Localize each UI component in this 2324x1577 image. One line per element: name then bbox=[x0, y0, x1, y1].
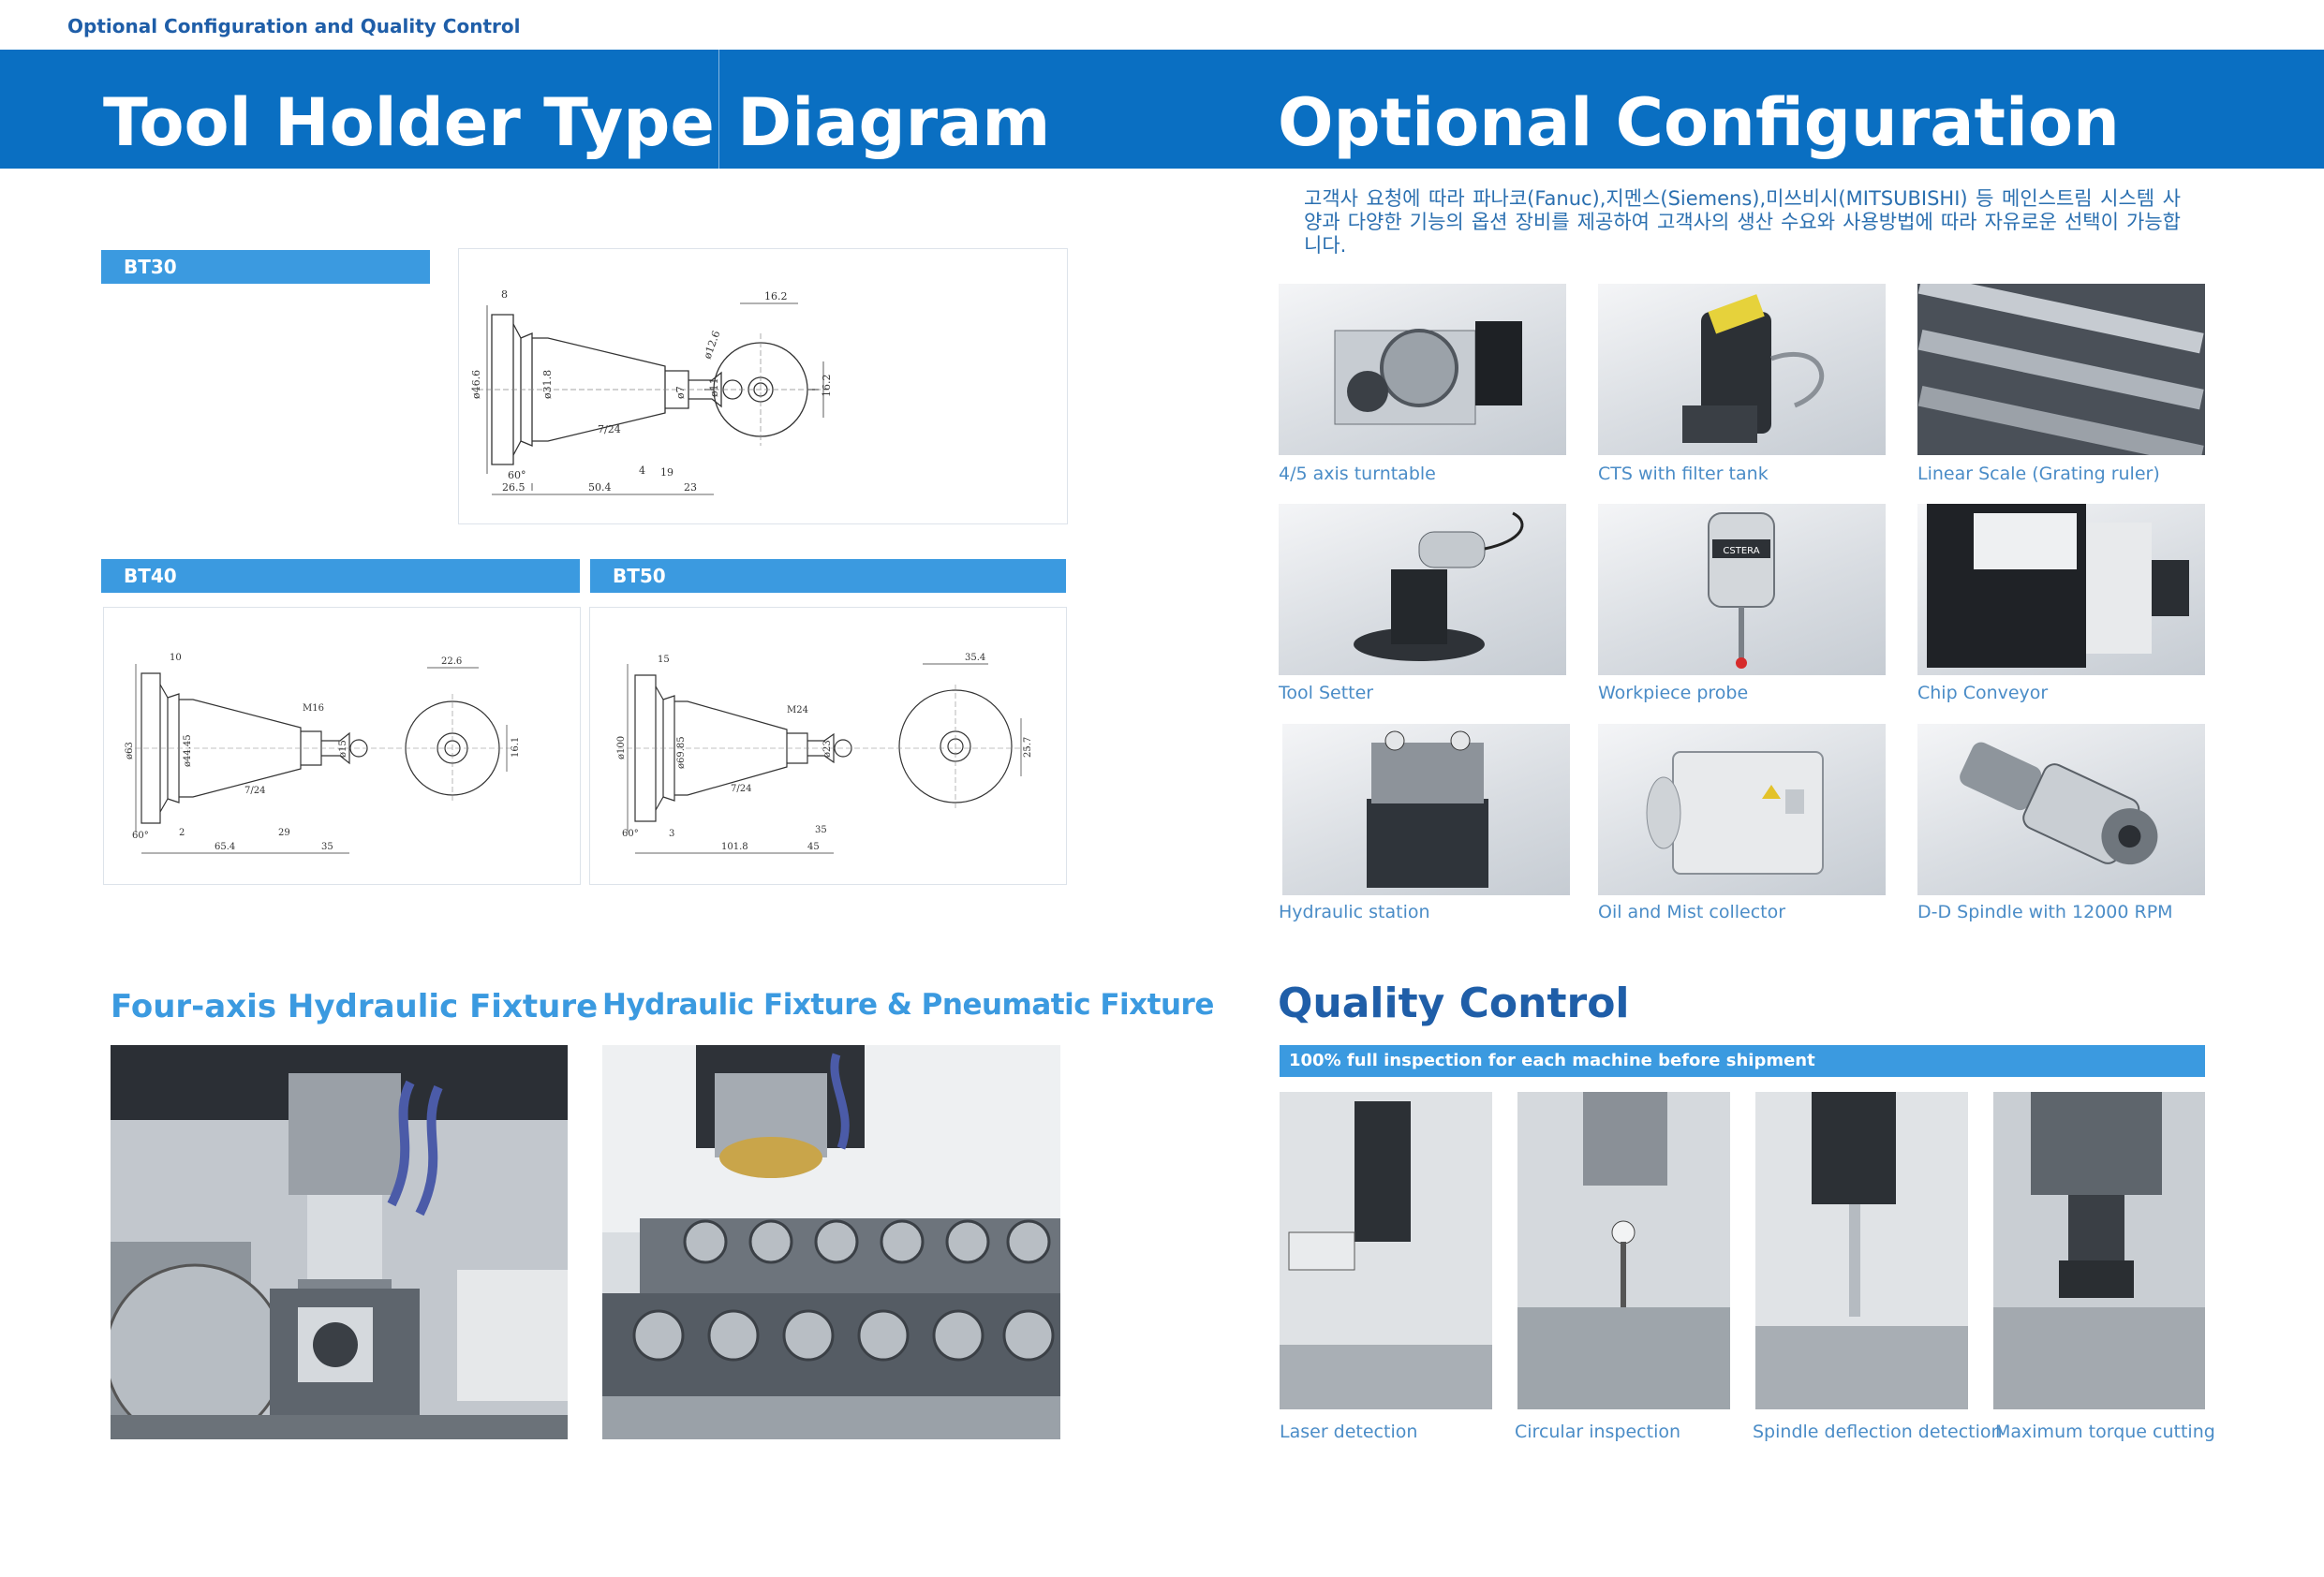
bt30-dim-flange: 8 bbox=[501, 288, 508, 301]
rotary-table-photo bbox=[1279, 284, 1566, 455]
linear-scale-caption: Linear Scale (Grating ruler) bbox=[1917, 464, 2160, 484]
rotary-table-caption: 4/5 axis turntable bbox=[1279, 464, 1436, 484]
bt40-dim-b: 29 bbox=[278, 828, 290, 838]
bt50-dim-d2: ø69.85 bbox=[676, 736, 687, 769]
bt50-dim-d3: ø23 bbox=[822, 740, 833, 758]
bt50-dim-top: 35.4 bbox=[965, 653, 985, 663]
coolant-tank-caption: CTS with filter tank bbox=[1598, 464, 1769, 484]
linear-scale-photo bbox=[1917, 284, 2205, 455]
optional-config-intro: 고객사 요청에 따라 파나코(Fanuc),지멘스(Siemens),미쓰비시(… bbox=[1304, 187, 2181, 257]
tool-holder-title: Tool Holder Type Diagram bbox=[103, 84, 1051, 161]
probe-caption: Workpiece probe bbox=[1598, 683, 1749, 703]
bt40-dim-e: 16.1 bbox=[511, 737, 521, 758]
quality-control-title: Quality Control bbox=[1278, 980, 1630, 1027]
laser-detection-photo bbox=[1280, 1092, 1492, 1409]
bt40-dim-a: 2 bbox=[179, 828, 185, 838]
tool-setter-photo bbox=[1279, 504, 1566, 675]
bt50-dim-taper: 7/24 bbox=[731, 784, 751, 794]
bt40-dim-taper: 7/24 bbox=[244, 786, 265, 796]
mist-collector-photo bbox=[1598, 724, 1886, 895]
circular-inspection-photo bbox=[1517, 1092, 1730, 1409]
torque-cutting-photo bbox=[1993, 1092, 2205, 1409]
spindle-deflection-caption: Spindle deflection detection bbox=[1753, 1422, 2003, 1442]
torque-cutting-caption: Maximum torque cutting bbox=[1995, 1422, 2215, 1442]
four-axis-fixture-title: Four-axis Hydraulic Fixture bbox=[111, 988, 599, 1025]
bt30-drawing-panel: 8 16.2 ø46.6 ø31.8 ø7 ø11 ø12.6 7/24 60°… bbox=[458, 248, 1068, 524]
bt30-dim-d3: ø7 bbox=[674, 386, 687, 399]
spindle-caption: D-D Spindle with 12000 RPM bbox=[1917, 902, 2173, 922]
optional-config-title: Optional Configuration bbox=[1278, 84, 2120, 161]
hydraulic-station-caption: Hydraulic station bbox=[1279, 902, 1430, 922]
bt30-dim-c: 26.5 bbox=[502, 481, 525, 494]
laser-detection-caption: Laser detection bbox=[1280, 1422, 1418, 1442]
bt30-drawing: 8 16.2 ø46.6 ø31.8 ø7 ø11 ø12.6 7/24 60°… bbox=[470, 288, 833, 495]
four-axis-fixture-photo bbox=[111, 1045, 568, 1439]
bt40-dim-angle: 60° bbox=[132, 831, 149, 841]
conveyor-photo bbox=[1917, 504, 2205, 675]
bt40-dim-flange: 10 bbox=[170, 653, 182, 663]
coolant-tank-photo bbox=[1598, 284, 1886, 455]
bt40-label: BT40 bbox=[101, 559, 580, 593]
bt50-label: BT50 bbox=[590, 559, 1066, 593]
bt50-drawing-panel: 15 35.4 M24 7/24 ø100 ø69.85 ø23 60° 3 1… bbox=[589, 607, 1067, 885]
spindle-deflection-photo bbox=[1755, 1092, 1968, 1409]
bt40-drawing: 10 22.6 M16 7/24 ø63 ø44.45 ø15 60° 2 29… bbox=[125, 653, 521, 854]
bt30-dim-top: 16.2 bbox=[764, 290, 788, 302]
header-band bbox=[0, 50, 2324, 169]
bt50-dim-b: 101.8 bbox=[721, 842, 748, 852]
bt50-dim-d: 35 bbox=[815, 825, 827, 835]
bt30-dim-d1: ø46.6 bbox=[470, 370, 482, 399]
bt50-dim-thread: M24 bbox=[787, 705, 808, 715]
circular-inspection-caption: Circular inspection bbox=[1515, 1422, 1681, 1442]
bt40-dim-c: 65.4 bbox=[215, 842, 235, 852]
hydraulic-pneumatic-title: Hydraulic Fixture & Pneumatic Fixture bbox=[602, 988, 1214, 1022]
bt30-dim-b: 19 bbox=[660, 466, 674, 479]
probe-photo: CSTERA bbox=[1598, 504, 1886, 675]
spindle-photo bbox=[1917, 724, 2205, 895]
bt40-dim-d2: ø44.45 bbox=[183, 734, 193, 767]
bt40-dim-d: 35 bbox=[321, 842, 333, 852]
bt30-label: BT30 bbox=[101, 250, 430, 284]
bt30-dim-e: 23 bbox=[684, 481, 697, 494]
bt40-dim-top: 22.6 bbox=[441, 656, 462, 667]
bt30-dim-d2: ø31.8 bbox=[541, 370, 554, 399]
bt30-dim-angle: 60° bbox=[508, 469, 526, 481]
bt40-dim-d3: ø15 bbox=[338, 740, 348, 758]
tool-setter-caption: Tool Setter bbox=[1279, 683, 1374, 703]
bt50-dim-angle: 60° bbox=[622, 829, 639, 839]
bt30-dim-d: 50.4 bbox=[588, 481, 612, 494]
bt40-dim-thread: M16 bbox=[303, 703, 324, 714]
bt50-dim-a: 3 bbox=[669, 829, 674, 839]
conveyor-caption: Chip Conveyor bbox=[1917, 683, 2049, 703]
bt30-dim-f: 16.2 bbox=[821, 375, 833, 398]
bt40-dim-d1: ø63 bbox=[125, 742, 135, 759]
hydraulic-station-photo bbox=[1282, 724, 1570, 895]
bt50-dim-e: 25.7 bbox=[1023, 737, 1033, 758]
mist-collector-caption: Oil and Mist collector bbox=[1598, 902, 1786, 922]
bt50-dim-d1: ø100 bbox=[616, 736, 627, 759]
bt40-drawing-panel: 10 22.6 M16 7/24 ø63 ø44.45 ø15 60° 2 29… bbox=[103, 607, 581, 885]
hydraulic-pneumatic-fixture-photo bbox=[602, 1045, 1060, 1439]
bt30-dim-a: 4 bbox=[639, 464, 645, 477]
bt50-dim-flange: 15 bbox=[658, 655, 670, 665]
bt30-dim-d5: ø12.6 bbox=[702, 329, 723, 361]
inspection-bar: 100% full inspection for each machine be… bbox=[1280, 1045, 2205, 1077]
bt30-dim-taper: 7/24 bbox=[598, 423, 621, 435]
bt50-drawing: 15 35.4 M24 7/24 ø100 ø69.85 ø23 60° 3 1… bbox=[616, 653, 1033, 854]
probe-brand-text: CSTERA bbox=[1723, 546, 1759, 556]
bt30-dim-d4: ø11 bbox=[708, 377, 720, 397]
bt50-dim-c: 45 bbox=[807, 842, 820, 852]
document-section-label: Optional Configuration and Quality Contr… bbox=[67, 15, 521, 37]
